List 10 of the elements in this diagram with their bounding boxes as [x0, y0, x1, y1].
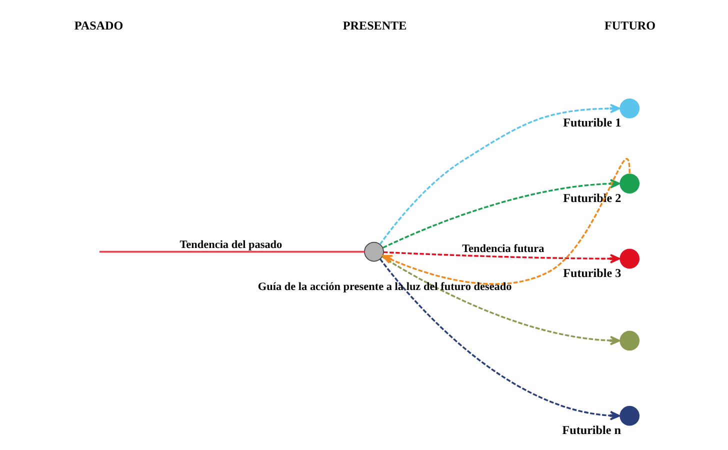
edge-label: Guía de la acción presente a la luz del futuro deseado — [257, 281, 512, 294]
label: PRESENTE — [342, 18, 406, 33]
node-label: Futurible 3 — [562, 266, 621, 280]
edge-label: Tendencia futura — [462, 243, 544, 256]
node-label: Futurible 1 — [562, 116, 621, 130]
edge-label: Tendencia del pasado — [179, 238, 282, 251]
node-label: Futurible 2 — [562, 190, 621, 205]
label: PASADO — [74, 18, 123, 33]
node-label: Futurible n — [562, 423, 620, 438]
label: FUTURO — [604, 18, 656, 33]
